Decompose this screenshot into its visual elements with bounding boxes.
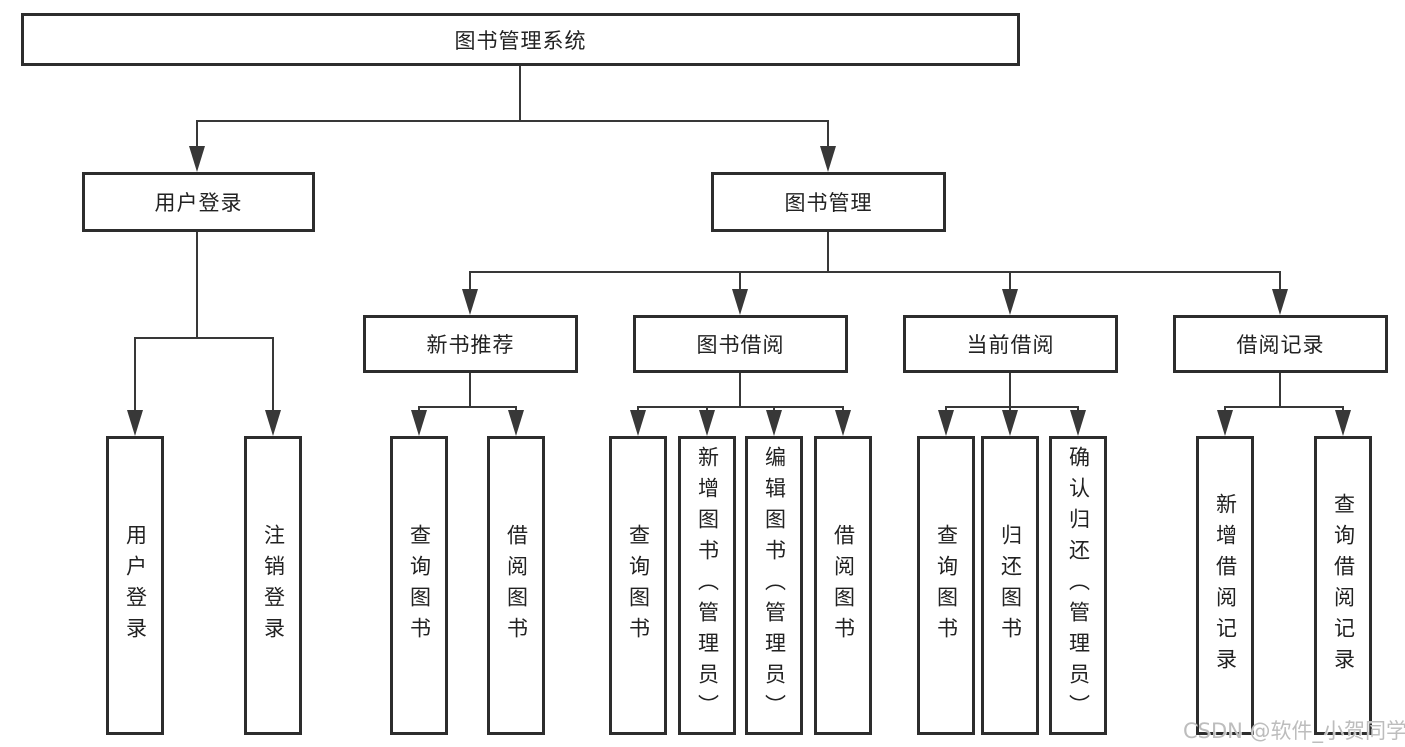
node-book-management-label: 图书管理 (784, 191, 873, 215)
leaf-records-add-record-label: 新增借阅记录 (1213, 492, 1238, 679)
leaf-borrowing-add-books: 新增图书（管理员） (678, 436, 736, 735)
arrowhead-cb-query (938, 410, 954, 436)
leaf-borrowing-edit-books-label: 编辑图书（管理员） (762, 446, 787, 725)
leaf-logout-login: 注销登录 (244, 436, 302, 735)
arrowhead-logout-leaf (265, 410, 281, 436)
arrowhead-user-login (189, 146, 205, 172)
arrowhead-current (1002, 289, 1018, 315)
connector-drop-new-book (469, 271, 471, 293)
arrowhead-nbr-query (411, 410, 427, 436)
node-book-borrowing: 图书借阅 (633, 315, 848, 373)
node-root-label: 图书管理系统 (454, 28, 587, 53)
node-user-login-label: 用户登录 (154, 191, 243, 215)
connector-drop-borrowing (739, 271, 741, 293)
leaf-user-login-label: 用户登录 (123, 523, 148, 648)
arrowhead-records (1272, 289, 1288, 315)
arrowhead-bb-borrow (835, 410, 851, 436)
leaf-current-return-books: 归还图书 (981, 436, 1039, 735)
arrowhead-user-login-leaf (127, 410, 143, 436)
arrowhead-borrowing (732, 289, 748, 315)
connector-br-bar (1224, 406, 1344, 408)
leaf-recommend-query-books: 查询图书 (390, 436, 448, 735)
leaf-current-confirm-return: 确认归还（管理员） (1049, 436, 1107, 735)
leaf-borrowing-edit-books: 编辑图书（管理员） (745, 436, 803, 735)
leaf-logout-login-label: 注销登录 (261, 523, 286, 648)
arrowhead-cb-return (1002, 410, 1018, 436)
arrowhead-nbr-borrow (508, 410, 524, 436)
leaf-recommend-query-books-label: 查询图书 (407, 523, 432, 648)
node-user-login: 用户登录 (82, 172, 315, 232)
leaf-user-login: 用户登录 (106, 436, 164, 735)
node-borrowing-records-label: 借阅记录 (1236, 333, 1325, 357)
leaf-borrowing-borrow-books: 借阅图书 (814, 436, 872, 735)
node-new-book-recommend-label: 新书推荐 (426, 333, 515, 357)
connector-drop-records (1279, 271, 1281, 293)
leaf-borrowing-query-books: 查询图书 (609, 436, 667, 735)
leaf-current-return-books-label: 归还图书 (998, 523, 1023, 648)
leaf-records-query-record-label: 查询借阅记录 (1331, 492, 1356, 679)
node-new-book-recommend: 新书推荐 (363, 315, 578, 373)
leaf-records-add-record: 新增借阅记录 (1196, 436, 1254, 735)
connector-newbook-bar (418, 406, 517, 408)
connector-drop-current (1009, 271, 1011, 293)
connector-login-bar (134, 337, 274, 339)
arrowhead-br-add (1217, 410, 1233, 436)
leaf-recommend-borrow-books: 借阅图书 (487, 436, 545, 735)
connector-root-bar (196, 120, 829, 122)
connector-mgmt-stem (827, 232, 829, 272)
arrowhead-new-book (462, 289, 478, 315)
node-current-borrowing-label: 当前借阅 (966, 333, 1055, 357)
connector-mgmt-bar (469, 271, 1281, 273)
connector-drop-logout-leaf (272, 337, 274, 412)
connector-drop-user-login (196, 120, 198, 150)
connector-drop-book-management (827, 120, 829, 150)
node-book-management: 图书管理 (711, 172, 946, 232)
arrowhead-bb-add (699, 410, 715, 436)
arrowhead-bb-edit (766, 410, 782, 436)
leaf-current-query-books-label: 查询图书 (934, 523, 959, 648)
arrowhead-cb-confirm (1070, 410, 1086, 436)
leaf-records-query-record: 查询借阅记录 (1314, 436, 1372, 735)
connector-cb-stem (1009, 373, 1011, 407)
leaf-borrowing-borrow-books-label: 借阅图书 (831, 523, 856, 648)
leaf-borrowing-query-books-label: 查询图书 (626, 523, 651, 648)
connector-cb-bar (945, 406, 1079, 408)
connector-root-stem (519, 66, 521, 122)
csdn-watermark: CSDN @软件_小贺同学 (1183, 719, 1405, 743)
connector-newbook-stem (469, 373, 471, 407)
connector-br-stem (1279, 373, 1281, 407)
leaf-current-confirm-return-label: 确认归还（管理员） (1066, 446, 1091, 725)
arrowhead-bb-query (630, 410, 646, 436)
connector-bb-stem (739, 373, 741, 407)
arrowhead-br-query (1335, 410, 1351, 436)
node-borrowing-records: 借阅记录 (1173, 315, 1388, 373)
connector-login-stem (196, 232, 198, 338)
connector-bb-bar (637, 406, 844, 408)
arrowhead-book-management (820, 146, 836, 172)
node-book-borrowing-label: 图书借阅 (696, 333, 785, 357)
leaf-current-query-books: 查询图书 (917, 436, 975, 735)
leaf-recommend-borrow-books-label: 借阅图书 (504, 523, 529, 648)
node-current-borrowing: 当前借阅 (903, 315, 1118, 373)
leaf-borrowing-add-books-label: 新增图书（管理员） (695, 446, 720, 725)
connector-drop-user-login-leaf (134, 337, 136, 412)
node-root: 图书管理系统 (21, 13, 1020, 66)
